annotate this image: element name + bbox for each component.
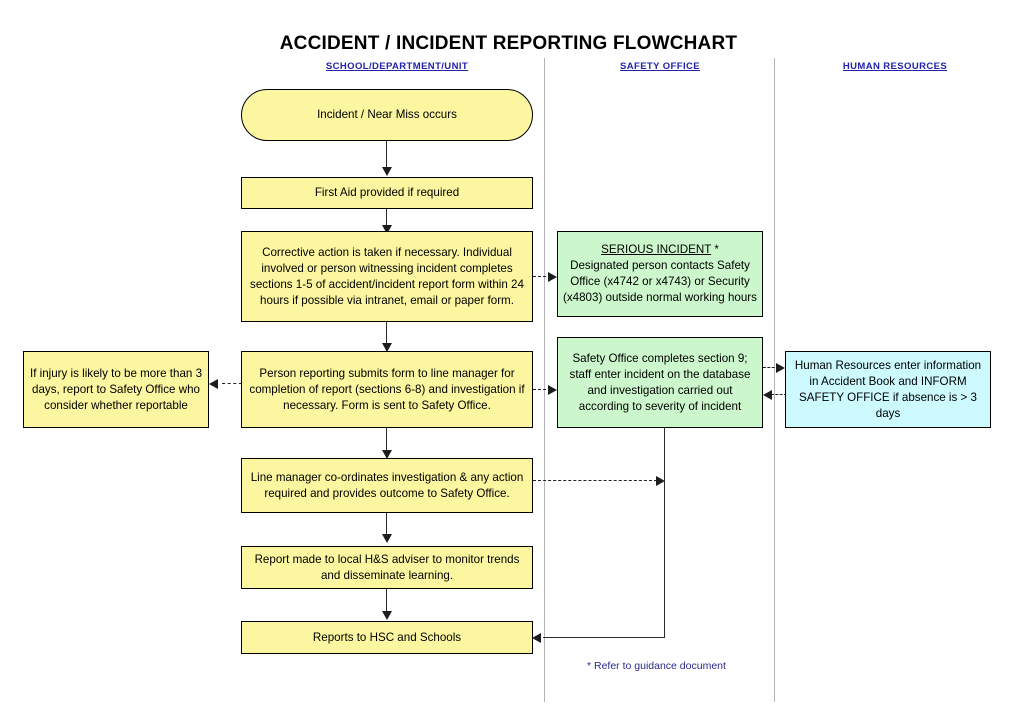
footnote-guidance-document: * Refer to guidance document	[587, 660, 726, 672]
node-corrective-action-label: Corrective action is taken if necessary.…	[250, 245, 524, 307]
node-reports-hsc[interactable]: Reports to HSC and Schools	[241, 621, 533, 654]
node-safety-office-completes[interactable]: Safety Office completes section 9; staff…	[557, 337, 763, 428]
connector-corrective-to-serious	[533, 276, 551, 277]
node-human-resources-label: Human Resources enter information in Acc…	[794, 358, 982, 420]
connector-safety-office-to-reports-hsc	[543, 637, 665, 639]
connector-safety-office-to-hr	[763, 367, 779, 368]
connector-hs-adviser-to-reports-hsc	[386, 589, 388, 614]
arrowhead-line-manager-to-safety-office	[656, 476, 665, 486]
arrowhead-serious-incident	[548, 272, 557, 282]
node-person-reporting[interactable]: Person reporting submits form to line ma…	[241, 351, 533, 428]
node-safety-office-completes-label: Safety Office completes section 9; staff…	[569, 351, 751, 413]
node-report-hs-adviser-label: Report made to local H&S adviser to moni…	[254, 552, 520, 582]
lane-header-human-resources: HUMAN RESOURCES	[842, 61, 948, 72]
arrowhead-safety-office-from-hr	[763, 390, 772, 400]
page-title: ACCIDENT / INCIDENT REPORTING FLOWCHART	[279, 33, 738, 54]
connector-line-manager-to-safety-office	[533, 480, 657, 481]
connector-line-manager-to-hs-adviser	[386, 513, 388, 537]
lane-header-safety-office: SAFETY OFFICE	[620, 61, 700, 72]
arrowhead-reports-hsc-from-safety-office	[532, 633, 541, 643]
node-serious-incident[interactable]: SERIOUS INCIDENT * Designated person con…	[557, 231, 763, 317]
node-corrective-action[interactable]: Corrective action is taken if necessary.…	[241, 231, 533, 322]
node-report-hs-adviser[interactable]: Report made to local H&S adviser to moni…	[241, 546, 533, 589]
arrowhead-person-reporting	[382, 343, 392, 352]
connector-incident-to-first-aid	[386, 141, 388, 169]
connector-person-reporting-to-line-manager	[386, 428, 388, 453]
lane-divider-left	[544, 58, 545, 702]
node-person-reporting-label: Person reporting submits form to line ma…	[249, 366, 525, 412]
arrowhead-first-aid	[382, 167, 392, 176]
connector-first-aid-to-corrective	[386, 209, 388, 228]
lane-header-school-department-unit: SCHOOL/DEPARTMENT/UNIT	[325, 61, 469, 72]
node-injury-more-than-3-days[interactable]: If injury is likely to be more than 3 da…	[23, 351, 209, 428]
connector-safety-office-down	[664, 428, 666, 638]
lane-divider-right	[774, 58, 775, 702]
arrowhead-reports-hsc	[382, 611, 392, 620]
arrowhead-corrective	[382, 225, 392, 234]
arrowhead-safety-office-completes	[548, 385, 557, 395]
node-incident-near-miss[interactable]: Incident / Near Miss occurs	[241, 89, 533, 141]
node-line-manager-label: Line manager co-ordinates investigation …	[250, 470, 524, 500]
connector-person-reporting-to-injury	[222, 383, 242, 384]
node-human-resources[interactable]: Human Resources enter information in Acc…	[785, 351, 991, 428]
arrowhead-hr-box	[776, 363, 785, 373]
arrowhead-injury-box	[209, 379, 218, 389]
connector-person-reporting-to-safety-office	[533, 389, 551, 390]
arrowhead-hs-adviser	[382, 534, 392, 543]
node-serious-incident-asterisk: *	[711, 243, 719, 256]
node-injury-more-than-3-days-label: If injury is likely to be more than 3 da…	[29, 366, 203, 412]
connector-corrective-to-person-reporting	[386, 322, 388, 346]
node-first-aid[interactable]: First Aid provided if required	[241, 177, 533, 209]
node-serious-incident-body: Designated person contacts Safety Office…	[563, 259, 757, 304]
node-reports-hsc-label: Reports to HSC and Schools	[312, 630, 462, 644]
node-line-manager[interactable]: Line manager co-ordinates investigation …	[241, 458, 533, 513]
node-serious-incident-heading: SERIOUS INCIDENT	[601, 243, 712, 256]
connector-hr-to-safety-office	[771, 394, 787, 395]
node-incident-near-miss-label: Incident / Near Miss occurs	[317, 108, 457, 121]
node-serious-incident-text: SERIOUS INCIDENT * Designated person con…	[563, 242, 757, 306]
node-first-aid-label: First Aid provided if required	[314, 186, 460, 199]
arrowhead-line-manager	[382, 450, 392, 459]
